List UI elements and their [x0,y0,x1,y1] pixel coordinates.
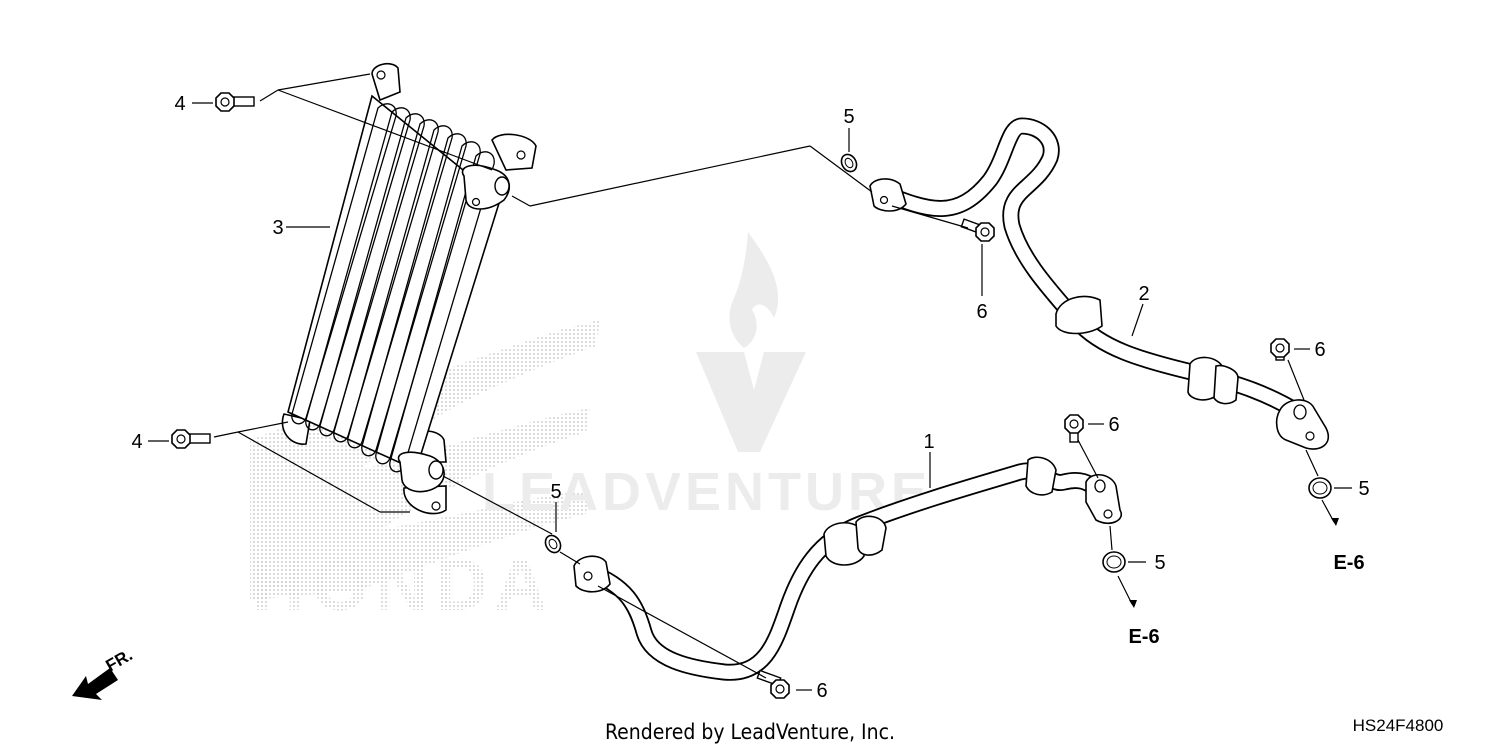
callout-1: 1 [923,431,934,453]
callout-6-right: 6 [1314,339,1325,361]
callout-2: 2 [1138,283,1149,305]
callout-6-lower-fitting: 6 [1108,414,1119,436]
leader-lines [148,73,1352,691]
washer-5-upper [840,153,858,173]
sealing-washer-icon [844,157,854,169]
flange-bolt-icon [171,429,191,449]
ref-e6-left[interactable]: E-6 [1128,626,1159,648]
front-direction-arrow-icon: FR. [72,645,136,700]
washer-5-cooler-lower [544,534,562,554]
callouts: 1 2 3 4 4 5 5 5 5 6 6 6 6 [131,93,1369,702]
cooler-core [287,94,501,472]
callout-5-cooler: 5 [550,481,561,503]
callout-6-lower-hose: 6 [816,680,827,702]
leadventure-watermark: LEADVENTURE [482,232,931,522]
cooler-top-bracket-right [491,133,537,171]
sealing-washer-icon [548,538,558,550]
washer-5-right [1308,477,1332,499]
callout-5-right: 5 [1358,478,1369,500]
diagram-code: HS24F4800 [1353,716,1444,735]
callout-3: 3 [272,217,283,239]
callout-5-upper: 5 [843,106,854,128]
callout-4-upper: 4 [174,93,185,115]
leadventure-watermark-text: LEADVENTURE [482,462,931,522]
lower-hose-elbow [1025,456,1057,496]
callout-5-lower: 5 [1154,552,1165,574]
upper-hose-clamp [1055,295,1103,335]
bolt-6-lower-hose [756,669,790,699]
cooler-fins [291,103,495,473]
flange-bolt-icon [975,222,995,242]
cooler-top-bracket-left [371,62,401,102]
bolt-6-upper-hose [960,218,995,242]
upper-hose-outlet-fitting [1275,399,1330,450]
washer-5-lower [1102,551,1126,573]
sealing-washer-icon [1312,481,1328,495]
bolt-6-right-fitting [1270,338,1290,361]
oil-cooler [281,62,537,515]
bolt-6-lower-fitting [1064,414,1084,443]
bolt-4-upper [215,92,255,112]
honda-watermark-text: HONDA [252,543,553,626]
lower-hose-clamp [823,522,865,566]
flange-bolt-icon [770,679,790,699]
sealing-washer-icon [1106,555,1122,569]
upper-hose-inlet-fitting [869,178,907,212]
flange-bolt-icon [1270,338,1290,358]
flange-bolt-icon [215,92,235,112]
callout-4-lower: 4 [131,431,142,453]
flange-bolt-icon [1064,414,1084,434]
bolt-4-lower [171,429,211,449]
ref-e6-right[interactable]: E-6 [1333,552,1364,574]
callout-6-upper-hose: 6 [976,301,987,323]
rendered-by-credit: Rendered by LeadVenture, Inc. [605,720,895,744]
oil-hose-upper [869,117,1330,450]
oil-hose-lower [573,456,1123,681]
